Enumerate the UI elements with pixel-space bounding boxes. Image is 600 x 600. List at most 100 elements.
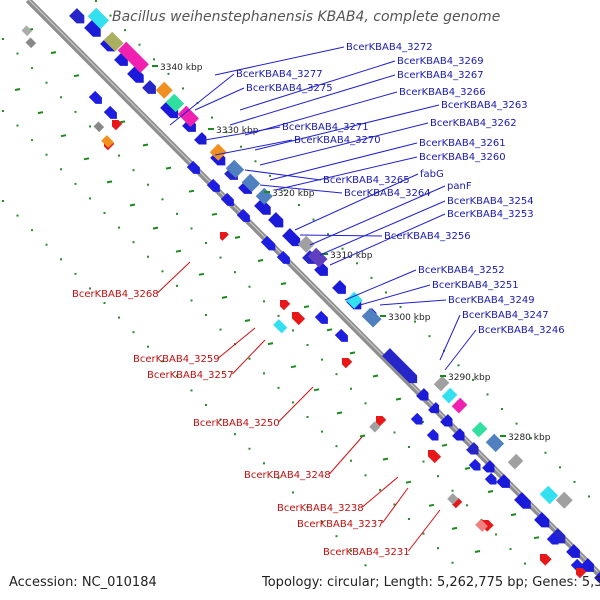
track-dot	[234, 433, 236, 436]
track-dot	[153, 58, 155, 61]
gene-box	[225, 159, 245, 179]
plus-gene-label: BcerKBAB4_3251	[432, 280, 519, 291]
track-dot	[240, 145, 242, 148]
track-dot	[408, 518, 410, 521]
forward-gene-arrow-shape	[570, 558, 583, 571]
track-dot	[321, 520, 323, 523]
forward-gene-arrow-shape	[268, 212, 284, 228]
plus-gene-label: BcerKBAB4_3266	[399, 87, 486, 98]
gene-box	[165, 93, 185, 113]
track-dot	[254, 160, 257, 163]
track-dot	[263, 300, 265, 303]
accession-text: Accession: NC_010184	[9, 575, 157, 590]
forward-gene-arrow	[254, 198, 271, 215]
track-dot	[234, 271, 236, 274]
tick-mark	[73, 74, 80, 78]
gene-box-shape	[555, 491, 573, 509]
tick-mark	[198, 272, 205, 276]
plus-gene-label: BcerKBAB4_3252	[418, 265, 505, 276]
reverse-gene-arrow	[376, 416, 387, 427]
minus-leader-line	[232, 339, 266, 375]
tick-mark	[487, 490, 494, 493]
gene-box	[101, 135, 114, 148]
gene-box	[87, 7, 109, 29]
forward-gene-arrow-shape	[594, 570, 600, 584]
track-dot	[132, 331, 135, 334]
tick-mark	[405, 480, 412, 484]
forward-gene-arrow	[142, 80, 156, 94]
track-dot	[161, 360, 164, 363]
track-dot	[393, 503, 396, 506]
track-dot	[118, 316, 120, 319]
track-dot	[370, 276, 373, 279]
reverse-gene-arrow-shape	[376, 416, 387, 427]
gene-box	[117, 41, 149, 73]
track-dot	[385, 291, 387, 294]
forward-gene-arrow-shape	[426, 428, 439, 441]
gene-box-shape	[101, 135, 114, 148]
track-dot	[161, 270, 164, 273]
forward-gene-arrow-shape	[220, 192, 234, 206]
gene-box	[485, 433, 505, 453]
track-dot	[205, 314, 207, 317]
plus-gene-label: BcerKBAB4_3260	[419, 152, 506, 163]
tick-mark	[129, 203, 136, 207]
forward-gene-arrow	[206, 178, 220, 192]
track-dot	[327, 233, 329, 236]
gene-box-shape	[471, 421, 488, 438]
track-dot	[306, 506, 309, 509]
track-dot	[205, 404, 207, 407]
forward-gene-arrow-shape	[69, 8, 85, 24]
tick-mark	[382, 457, 389, 461]
track-dot	[167, 72, 170, 75]
plus-leader-line	[244, 91, 398, 136]
track-dot	[2, 38, 4, 40]
gene-box-shape	[21, 25, 33, 37]
plus-leader-line	[274, 156, 418, 191]
track-dot	[190, 389, 193, 392]
track-dot	[379, 488, 381, 491]
plus-leader-line	[329, 213, 446, 266]
gene-box-shape	[307, 247, 328, 268]
plus-leader-line	[379, 299, 447, 306]
track-dot	[124, 29, 126, 32]
forward-gene-arrow-shape	[254, 198, 271, 215]
tick-mark	[83, 157, 90, 161]
track-dot	[414, 320, 416, 323]
kbp-label: 3300 kbp	[388, 313, 431, 323]
track-dot	[486, 393, 489, 396]
tick-mark	[234, 235, 241, 239]
track-dot	[89, 125, 91, 128]
reverse-gene-arrow	[280, 300, 291, 311]
track-dot	[364, 564, 367, 567]
gene-box	[475, 519, 488, 532]
track-dot	[248, 447, 251, 450]
minus-leader-line	[278, 386, 314, 423]
minus-gene-label: BcerKBAB4_3238	[277, 503, 364, 514]
forward-gene-arrow	[220, 192, 234, 206]
track-dot	[132, 241, 135, 244]
plus-gene-label: BcerKBAB4_3270	[294, 135, 381, 146]
track-dot	[292, 329, 294, 332]
reverse-gene-arrow	[112, 120, 123, 131]
plus-gene-label: BcerKBAB4_3254	[447, 196, 534, 207]
forward-gene-arrow	[382, 348, 418, 384]
plus-gene-label: BcerKBAB4_3275	[246, 83, 333, 94]
forward-gene-arrow	[127, 66, 144, 83]
forward-gene-arrow	[426, 428, 439, 441]
track-dot	[408, 446, 410, 449]
track-dot	[16, 124, 19, 127]
minus-leader-line	[329, 436, 363, 475]
track-dot	[211, 116, 213, 119]
kbp-label: 3290 kbp	[448, 373, 491, 383]
forward-gene-arrow-shape	[452, 428, 465, 441]
track-dot	[138, 43, 141, 46]
track-dot	[16, 52, 19, 55]
track-dot	[118, 226, 120, 229]
forward-gene-arrow	[84, 20, 101, 37]
plus-leader-line	[359, 284, 431, 306]
plus-leader-line	[344, 269, 417, 301]
gene-box	[93, 121, 105, 133]
track-dot	[321, 358, 323, 361]
forward-gene-arrow	[282, 228, 301, 247]
